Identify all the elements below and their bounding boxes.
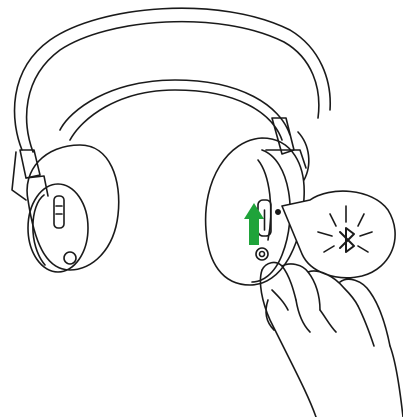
hand-icon bbox=[260, 263, 403, 417]
left-earcup bbox=[27, 145, 119, 272]
indicator-light-icon bbox=[276, 210, 280, 214]
audio-jack-icon bbox=[64, 252, 76, 264]
slide-up-arrow-icon bbox=[244, 203, 264, 245]
volume-button-icon bbox=[54, 196, 64, 228]
headband bbox=[15, 8, 331, 152]
